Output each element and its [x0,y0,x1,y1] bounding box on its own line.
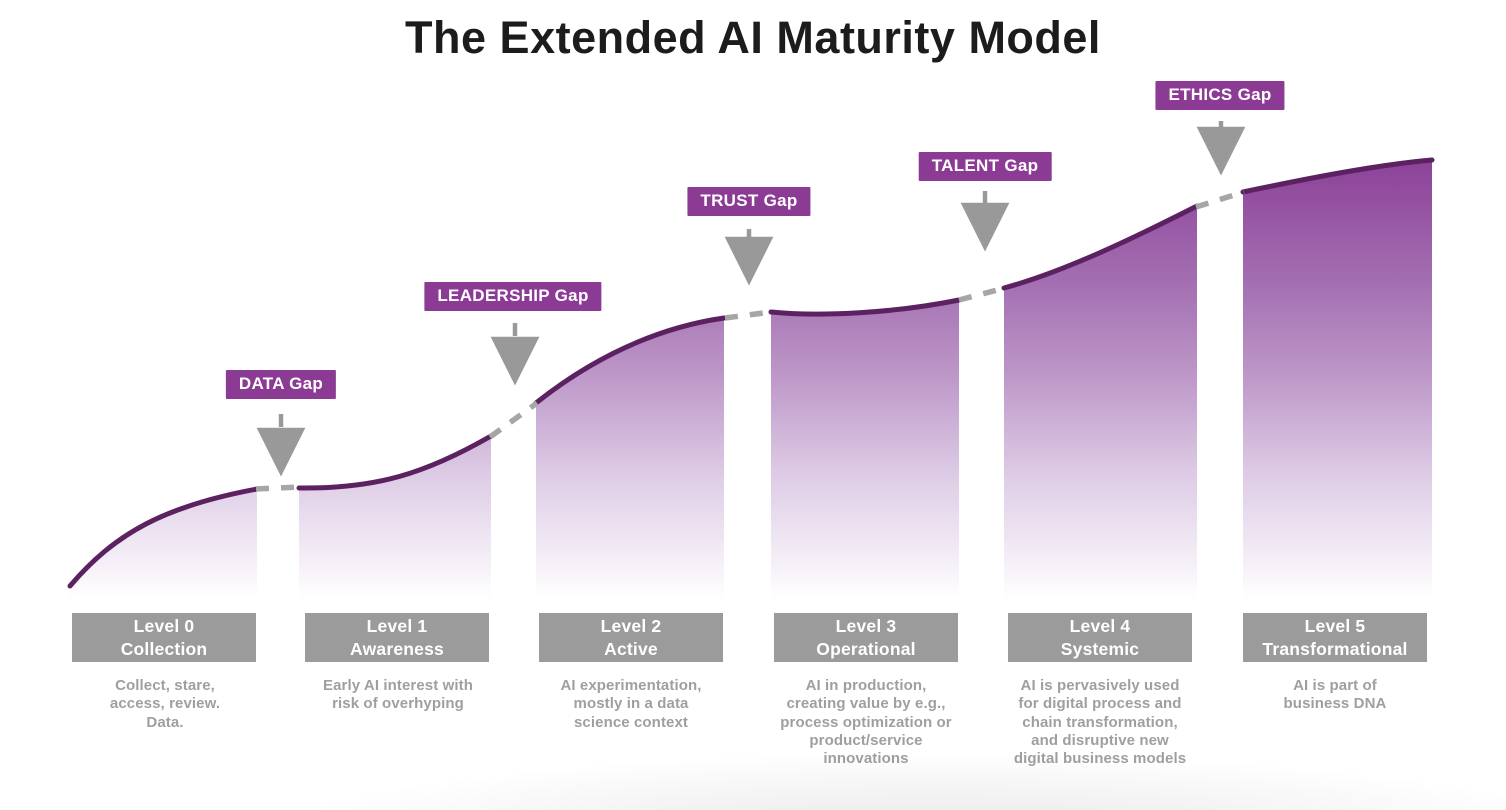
connector-trust-gap [724,309,772,321]
fill-level-2 [536,318,724,600]
level-name: Transformational [1262,638,1408,659]
level-description-4: AI is pervasively used for digital proce… [1013,677,1187,768]
gap-dashed-connectors [255,189,1245,492]
curve-line-segments [67,157,1435,589]
level-description-1: Early AI interest with risk of overhypin… [322,677,474,713]
page-title: The Extended AI Maturity Model [405,12,1101,63]
connector-ethics-gap [1195,189,1245,210]
level-box-0: Level 0 Collection [72,613,256,662]
fill-level-3 [771,300,959,600]
level-description-0: Collect, stare, access, review. Data. [109,677,221,731]
level-description-3: AI in production, creating value by e.g.… [780,677,952,768]
level-name: Collection [120,638,208,659]
gap-badge-leadership: LEADERSHIP Gap [424,282,602,311]
gap-arrows [256,121,1246,477]
gap-badge-data: DATA Gap [225,370,337,399]
level-number: Level 1 [366,615,428,636]
level-description-5: AI is part of business DNA [1283,677,1387,713]
level-name: Active [604,638,658,659]
level-number: Level 2 [600,615,662,636]
level-name: Awareness [350,638,444,659]
connector-talent-gap [958,285,1006,303]
level-number: Level 5 [1304,615,1366,636]
gap-badge-trust: TRUST Gap [687,187,811,216]
fill-level-4 [1004,206,1197,600]
level-box-4: Level 4 Systemic [1008,613,1192,662]
level-description-2: AI experimentation, mostly in a data sci… [560,677,702,731]
connector-data-gap [255,484,301,492]
level-name: Operational [816,638,916,659]
level-box-1: Level 1 Awareness [305,613,489,662]
level-name: Systemic [1060,638,1140,659]
fill-level-1 [299,436,491,600]
gap-badge-ethics: ETHICS Gap [1155,81,1285,110]
level-box-5: Level 5 Transformational [1243,613,1427,662]
fill-level-0 [70,489,257,600]
level-box-3: Level 3 Operational [774,613,958,662]
curve-fill-segments [70,160,1432,600]
connector-leadership-gap [488,400,539,440]
gap-badge-talent: TALENT Gap [918,152,1052,181]
fill-level-5 [1243,160,1432,600]
level-number: Level 0 [133,615,195,636]
level-number: Level 4 [1069,615,1131,636]
level-box-2: Level 2 Active [539,613,723,662]
level-number: Level 3 [835,615,897,636]
